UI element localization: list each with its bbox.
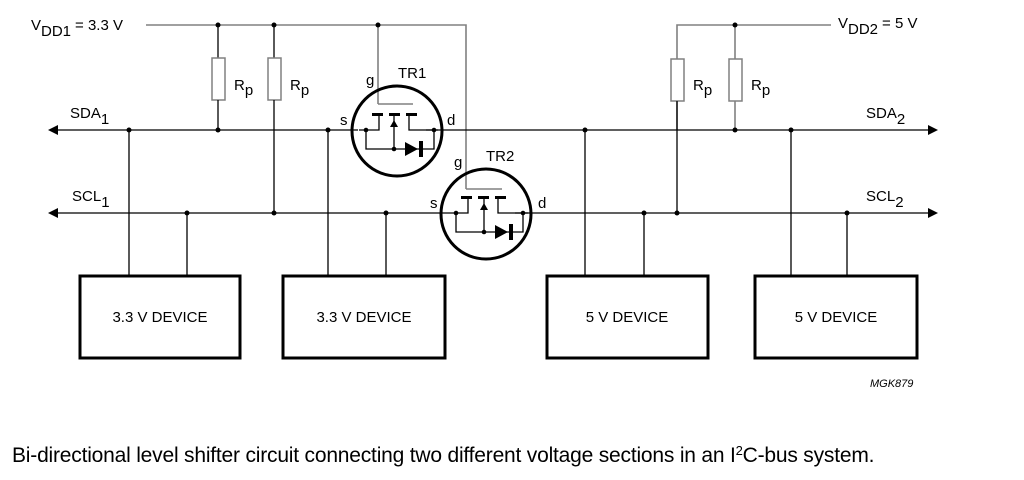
tr2-source-label: s bbox=[430, 195, 438, 212]
device-wires bbox=[128, 130, 848, 275]
figure-caption: Bi-directional level shifter circuit con… bbox=[12, 443, 875, 467]
sda1-arrow-icon bbox=[48, 125, 58, 135]
tr1-gate-label: g bbox=[366, 72, 374, 89]
level-shifter-schematic: VDD1= 3.3 V VDD2= 5 V Rp Rp Rp Rp SDA1 S… bbox=[31, 15, 938, 390]
tr2-drain-label: d bbox=[538, 195, 546, 212]
tr2-gate-label: g bbox=[454, 154, 462, 171]
resistor-rp3 bbox=[670, 58, 685, 102]
device-2-label: 3.3 V DEVICE bbox=[316, 309, 411, 326]
scl1-label: SCL1 bbox=[72, 188, 110, 211]
rp4-label: Rp bbox=[751, 77, 770, 99]
figure-reference: MGK879 bbox=[870, 378, 913, 390]
device-1-label: 3.3 V DEVICE bbox=[112, 309, 207, 326]
sda2-arrow-icon bbox=[928, 125, 938, 135]
device-3-label: 5 V DEVICE bbox=[586, 309, 669, 326]
tr2-body-diode-icon bbox=[495, 225, 508, 239]
tr1-name: TR1 bbox=[398, 65, 426, 82]
vdd1-rail bbox=[146, 24, 467, 129]
sda1-label: SDA1 bbox=[70, 105, 109, 128]
svg-text:VDD2= 5 V: VDD2= 5 V bbox=[838, 15, 917, 38]
rp2-label: Rp bbox=[290, 77, 309, 99]
device-box-4: 5 V DEVICE bbox=[753, 274, 919, 360]
scl1-arrow-icon bbox=[48, 208, 58, 218]
scl2-arrow-icon bbox=[928, 208, 938, 218]
vdd1-label: VDD1= 3.3 V bbox=[31, 17, 123, 40]
device-4-label: 5 V DEVICE bbox=[795, 309, 878, 326]
resistor-rp1 bbox=[211, 57, 226, 101]
tr1-drain-label: d bbox=[447, 112, 455, 129]
transistor-tr2: TR2 g s d bbox=[430, 148, 546, 261]
device-box-2: 3.3 V DEVICE bbox=[281, 274, 447, 360]
junction-dots bbox=[126, 22, 850, 216]
resistor-rp4 bbox=[728, 58, 743, 102]
svg-text:VDD1= 3.3 V: VDD1= 3.3 V bbox=[31, 17, 123, 40]
device-box-1: 3.3 V DEVICE bbox=[78, 274, 242, 360]
sda2-label: SDA2 bbox=[866, 105, 905, 128]
tr2-name: TR2 bbox=[486, 148, 514, 165]
tr1-source-label: s bbox=[340, 112, 348, 129]
scl2-label: SCL2 bbox=[866, 188, 904, 211]
transistor-tr1: TR1 g s d bbox=[340, 65, 455, 178]
vdd2-label: VDD2= 5 V bbox=[838, 15, 917, 38]
tr1-body-diode-icon bbox=[405, 142, 418, 156]
resistor-rp2 bbox=[267, 57, 282, 101]
device-box-3: 5 V DEVICE bbox=[545, 274, 710, 360]
rp3-label: Rp bbox=[693, 77, 712, 99]
rp1-label: Rp bbox=[234, 77, 253, 99]
